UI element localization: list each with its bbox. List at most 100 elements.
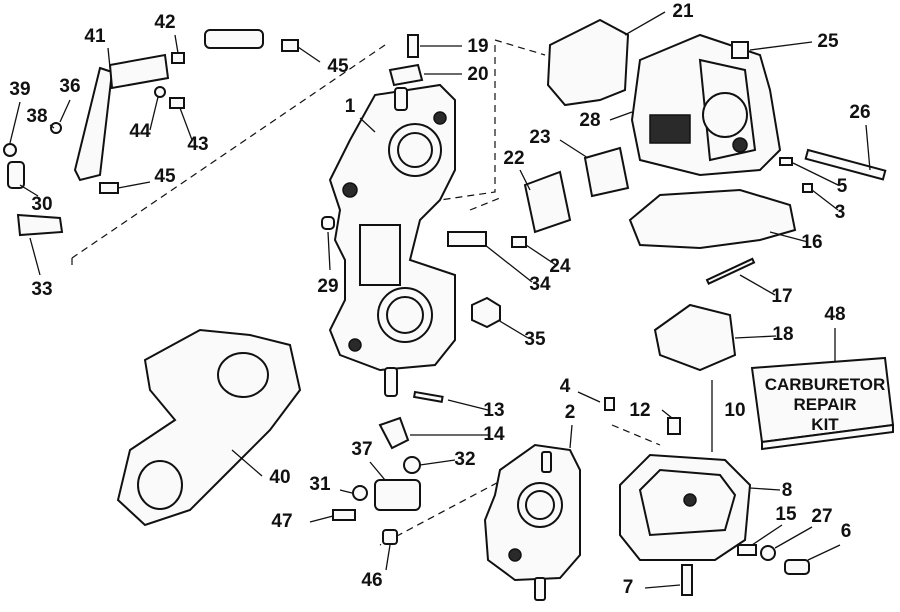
callout-5: 5 xyxy=(837,176,848,197)
washer-44 xyxy=(154,86,166,98)
bushing-46 xyxy=(382,529,398,545)
callout-30: 30 xyxy=(31,194,52,215)
plate-20 xyxy=(388,63,424,87)
upper-carburetor-body xyxy=(328,83,456,397)
callout-21: 21 xyxy=(672,1,694,22)
callout-28: 28 xyxy=(579,110,600,131)
callout-6: 6 xyxy=(841,521,852,542)
callout-34: 34 xyxy=(529,274,551,295)
lever-33 xyxy=(16,213,64,237)
leader-24 xyxy=(525,244,557,266)
leader-33 xyxy=(29,237,41,276)
bolt-26 xyxy=(804,148,887,181)
kit-label-line3: KIT xyxy=(811,415,839,434)
leader-36 xyxy=(59,99,71,123)
jet-15 xyxy=(737,544,757,556)
callout-8: 8 xyxy=(782,480,793,501)
leader-13 xyxy=(447,399,489,411)
callout-27: 27 xyxy=(811,506,832,527)
screw-47 xyxy=(332,509,356,521)
leader-2 xyxy=(569,424,573,449)
screw-24 xyxy=(511,236,527,248)
leader-23 xyxy=(559,139,589,159)
leader-15 xyxy=(751,524,783,546)
linkage-arm-41-upper xyxy=(108,53,170,90)
lower-carburetor-body xyxy=(483,443,581,601)
screw-45-left xyxy=(99,182,119,194)
leader-17 xyxy=(739,274,776,296)
leader-45a xyxy=(297,46,321,63)
air-intake-cover xyxy=(630,33,782,177)
plate-23 xyxy=(583,146,630,198)
callout-41: 41 xyxy=(84,26,106,47)
leader-32 xyxy=(419,459,456,466)
callout-26: 26 xyxy=(849,102,870,123)
leader-27 xyxy=(774,526,813,549)
float-bowl xyxy=(619,453,752,561)
leader-28 xyxy=(609,111,633,121)
leader-44 xyxy=(149,96,159,131)
fasteners xyxy=(3,34,887,596)
callout-17: 17 xyxy=(771,286,792,307)
plug-6 xyxy=(784,559,810,575)
callout-numbers: 1234567810121314151617181920212223242526… xyxy=(9,1,870,598)
screw-7 xyxy=(681,564,693,596)
leader-47 xyxy=(309,515,334,523)
callout-3: 3 xyxy=(835,202,846,223)
screw-4 xyxy=(604,397,615,411)
callout-48: 48 xyxy=(824,304,845,325)
callout-38: 38 xyxy=(26,106,47,127)
leader-37 xyxy=(369,461,386,481)
callout-23: 23 xyxy=(529,127,550,148)
washer-39 xyxy=(3,143,17,157)
leader-6 xyxy=(807,544,841,561)
dashed-line-screw4 xyxy=(611,424,661,446)
rod-end-42 xyxy=(204,29,264,49)
leader-25 xyxy=(749,41,813,51)
leader-8 xyxy=(749,487,781,491)
leader-21 xyxy=(624,11,666,36)
callout-15: 15 xyxy=(775,504,797,525)
callout-46: 46 xyxy=(361,570,382,591)
leader-43 xyxy=(179,107,193,141)
washer-31 xyxy=(352,485,368,501)
leader-42 xyxy=(174,34,179,54)
nut-32 xyxy=(403,456,421,474)
leader-30 xyxy=(19,184,39,197)
callout-40: 40 xyxy=(269,467,290,488)
callout-25: 25 xyxy=(817,31,839,52)
dashed-line-left xyxy=(71,44,386,259)
dashed-line-bolt34 xyxy=(469,197,501,211)
leader-16 xyxy=(769,231,809,243)
leader-45b xyxy=(117,181,151,189)
leader-38 xyxy=(49,124,55,129)
screw-36-38 xyxy=(50,122,62,134)
callout-44: 44 xyxy=(129,121,151,142)
leader-7 xyxy=(644,584,681,589)
leader-35 xyxy=(497,319,529,339)
callout-47: 47 xyxy=(271,511,292,532)
leader-1 xyxy=(359,117,376,133)
pin-13 xyxy=(412,390,444,403)
dashed-line-top xyxy=(494,39,546,56)
callout-18: 18 xyxy=(772,324,793,345)
nut-35 xyxy=(471,296,501,329)
bushing-30 xyxy=(7,161,25,189)
leader-29 xyxy=(327,231,331,271)
leader-31 xyxy=(339,489,353,494)
callout-16: 16 xyxy=(801,232,822,253)
bracket-37 xyxy=(374,479,421,511)
leader-26 xyxy=(865,124,871,171)
leader-34 xyxy=(484,244,533,283)
leader-lines xyxy=(9,11,871,589)
screw-45-top xyxy=(281,39,299,52)
callout-13: 13 xyxy=(483,400,504,421)
dashed-line-body-right xyxy=(439,45,496,201)
callout-43: 43 xyxy=(187,134,208,155)
callout-45a: 45 xyxy=(327,56,349,77)
callout-45b: 45 xyxy=(154,166,176,187)
callout-33: 33 xyxy=(31,279,52,300)
spring-42 xyxy=(171,52,185,64)
